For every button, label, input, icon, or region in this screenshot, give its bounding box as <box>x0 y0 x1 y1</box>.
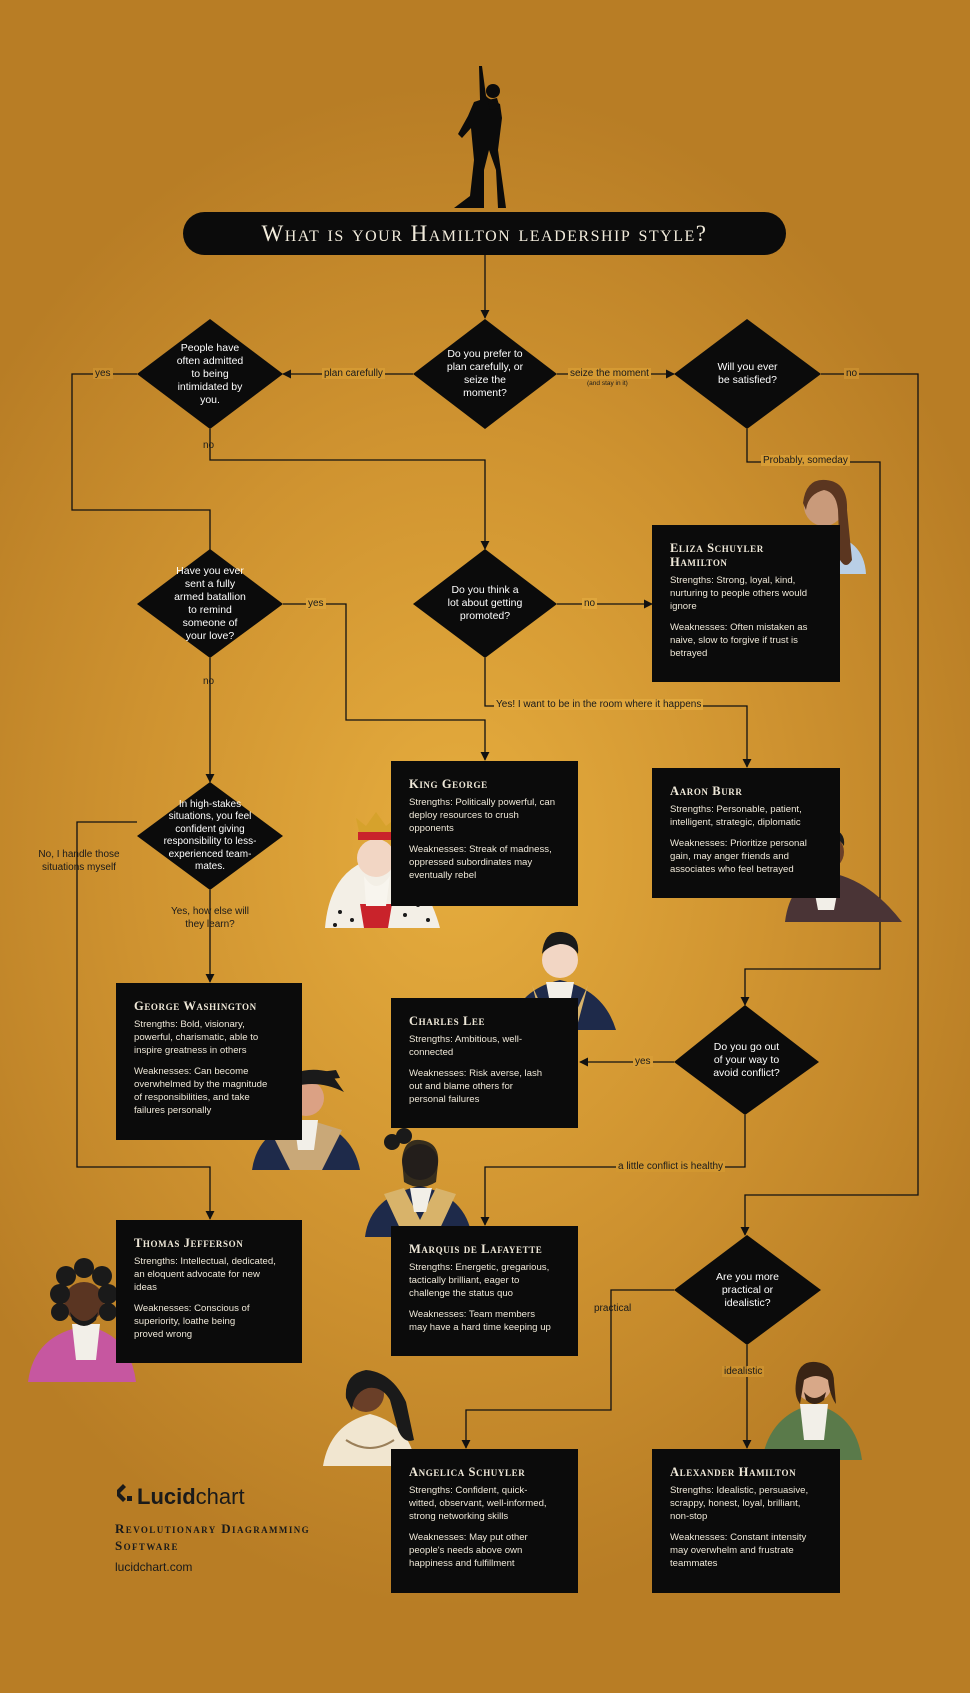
label-battalion-no: no <box>203 676 215 687</box>
card-name: Alexander Hamilton <box>670 1465 797 1479</box>
diamond-practical <box>674 1235 821 1345</box>
card-strengths: Strengths: Politically powerful, can dep… <box>409 797 556 834</box>
card-thomas-jefferson: Thomas Jefferson Strengths: Intellectual… <box>116 1220 302 1363</box>
connector-handle-myself <box>76 821 215 1220</box>
label-satisfied-no: no <box>844 368 860 379</box>
card-weaknesses: Weaknesses: May put other people's needs… <box>409 1532 528 1569</box>
brand-name-light: chart <box>195 1484 245 1509</box>
question-intimidated-text: People have often admitted to being inti… <box>176 341 244 406</box>
card-weaknesses: Weaknesses: Conscious of superiority, lo… <box>134 1303 250 1340</box>
diamond-battalion <box>137 549 283 658</box>
card-king-george: King George Strengths: Politically power… <box>391 761 578 906</box>
label-plan-carefully: plan carefully <box>322 368 385 379</box>
card-weaknesses: Weaknesses: Streak of madness, oppressed… <box>409 844 552 881</box>
card-name: Marquis de Lafayette <box>409 1242 543 1256</box>
label-conflict-yes: yes <box>633 1056 653 1067</box>
card-name: Thomas Jefferson <box>134 1236 244 1250</box>
diamond-intimidated <box>137 319 283 429</box>
card-strengths: Strengths: Personable, patient, intellig… <box>670 804 802 828</box>
question-conflict-text: Do you go out of your way to avoid confl… <box>713 1040 780 1079</box>
brand-url[interactable]: lucidchart.com <box>115 1560 193 1574</box>
question-satisfied-text: Will you ever be satisfied? <box>717 361 778 386</box>
connector-intim-no <box>209 429 490 550</box>
card-strengths: Strengths: Confident, quick-witted, obse… <box>409 1485 547 1522</box>
card-marquis-de-lafayette: Marquis de Lafayette Strengths: Energeti… <box>391 1226 578 1356</box>
label-seize-note: (and stay in it) <box>587 380 628 387</box>
card-strengths: Strengths: Idealistic, persuasive, scrap… <box>670 1485 809 1522</box>
label-intimidated-yes: yes <box>93 368 113 379</box>
marquis-de-lafayette-bust-icon <box>365 1128 472 1237</box>
diamond-plan <box>413 319 557 429</box>
question-promoted-text: Do you think a lot about getting promote… <box>447 584 523 622</box>
label-little-conflict: a little conflict is healthy <box>616 1161 726 1172</box>
label-promoted-no: no <box>582 598 598 609</box>
card-weaknesses: Weaknesses: Often mistaken as naive, slo… <box>670 622 808 659</box>
label-handle-myself: No, I handle those situations myself <box>38 849 120 873</box>
connector-probably-someday <box>740 429 881 1006</box>
connector-practical <box>461 1289 674 1449</box>
label-yes-learn: Yes, how else will they learn? <box>170 906 249 930</box>
label-seize-moment: seize the moment <box>568 368 651 379</box>
card-strengths: Strengths: Ambitious, well-connected <box>409 1034 523 1058</box>
diamond-conflict <box>674 1005 819 1115</box>
card-strengths: Strengths: Intellectual, dedicated, an e… <box>134 1256 276 1293</box>
label-intimidated-no: no <box>203 440 215 451</box>
hamilton-silhouette-icon <box>454 66 506 208</box>
label-practical: practical <box>594 1303 632 1314</box>
page-title: What is your Hamilton leadership style? <box>183 212 786 255</box>
card-name: Angelica Schuyler <box>409 1465 526 1479</box>
card-weaknesses: Weaknesses: Constant intensity may overw… <box>670 1532 807 1569</box>
thomas-jefferson-bust-icon <box>28 1258 136 1382</box>
card-name: George Washington <box>134 999 257 1013</box>
card-angelica-schuyler: Angelica Schuyler Strengths: Confident, … <box>391 1449 578 1593</box>
connector-satisfied-no <box>740 373 919 1236</box>
card-eliza-schuyler-hamilton: Eliza Schuyler Hamilton Strengths: Stron… <box>652 525 840 682</box>
label-promoted-yes: Yes! I want to be in the room where it h… <box>494 699 704 710</box>
card-alexander-hamilton: Alexander Hamilton Strengths: Idealistic… <box>652 1449 840 1593</box>
label-probably-someday: Probably, someday <box>761 455 850 466</box>
card-charles-lee: Charles Lee Strengths: Ambitious, well-c… <box>391 998 578 1128</box>
card-weaknesses: Weaknesses: Team members may have a hard… <box>409 1309 551 1333</box>
label-idealistic: idealistic <box>722 1366 765 1377</box>
card-strengths: Strengths: Bold, visionary, powerful, ch… <box>134 1019 259 1056</box>
brand-tagline: Revolutionary Diagramming Software <box>115 1521 311 1553</box>
card-strengths: Strengths: Energetic, gregarious, tactic… <box>409 1262 550 1299</box>
question-battalion-text: Have you ever sent a fully armed batalli… <box>174 564 246 642</box>
connector-little-conflict <box>480 1115 746 1226</box>
card-name: Aaron Burr <box>670 784 743 798</box>
diamond-promoted <box>413 549 557 658</box>
card-name: Charles Lee <box>409 1014 486 1028</box>
card-george-washington: George Washington Strengths: Bold, visio… <box>116 983 302 1140</box>
label-battalion-yes: yes <box>306 598 326 609</box>
king-george-bust-icon <box>325 812 440 928</box>
card-strengths: Strengths: Strong, loyal, kind, nurturin… <box>670 575 808 612</box>
card-weaknesses: Weaknesses: Prioritize personal gain, ma… <box>670 838 807 875</box>
diamond-highstakes <box>137 782 283 890</box>
card-name: King George <box>409 777 488 791</box>
diamond-satisfied <box>674 319 821 429</box>
lucidchart-logo-icon <box>117 1484 132 1502</box>
card-aaron-burr: Aaron Burr Strengths: Personable, patien… <box>652 768 840 898</box>
card-weaknesses: Weaknesses: Can become overwhelmed by th… <box>134 1066 268 1116</box>
brand-name-bold: Lucid <box>137 1484 196 1509</box>
alexander-hamilton-bust-icon <box>762 1361 862 1460</box>
card-name: Eliza Schuyler Hamilton <box>670 541 764 569</box>
question-highstakes-text: In high-stakes situations, you feel conf… <box>163 798 257 873</box>
question-practical-text: Are you more practical or idealistic? <box>715 1270 780 1309</box>
card-weaknesses: Weaknesses: Risk averse, lash out and bl… <box>409 1068 543 1105</box>
question-plan-text: Do you prefer to plan carefully, or seiz… <box>446 348 524 399</box>
